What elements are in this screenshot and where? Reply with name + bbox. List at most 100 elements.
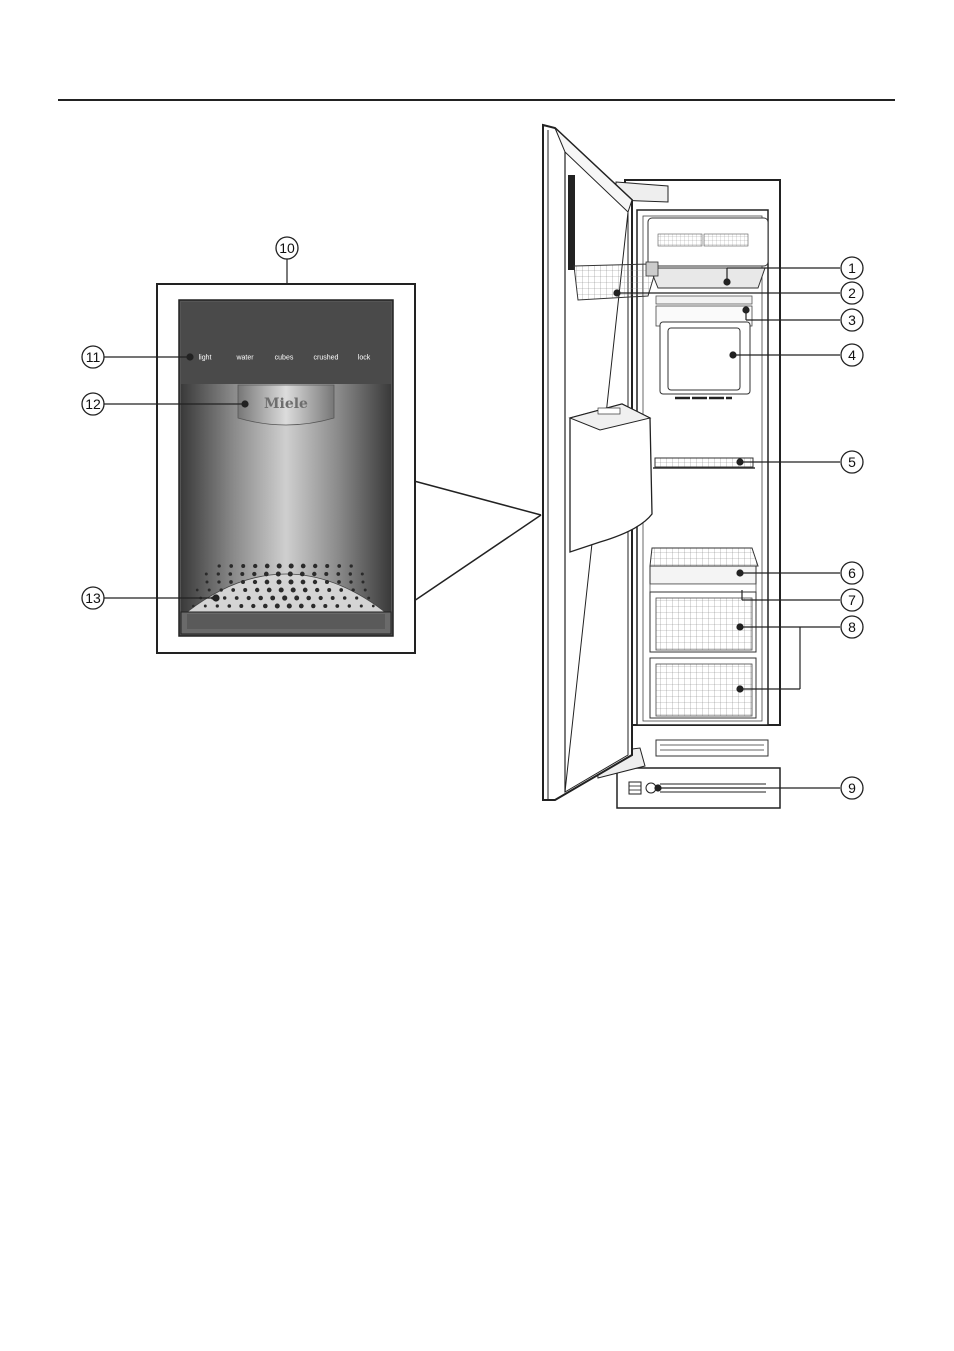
ice-maker — [648, 218, 768, 266]
svg-text:6: 6 — [848, 565, 856, 581]
svg-text:3: 3 — [848, 312, 856, 328]
drip-tray-hole — [253, 580, 257, 584]
control-panel — [181, 302, 391, 384]
drip-tray-hole — [218, 564, 221, 567]
drip-tray-hole — [229, 580, 233, 584]
drip-tray-hole — [350, 564, 353, 567]
drip-tray-hole — [263, 604, 268, 609]
drip-tray-hole — [355, 596, 358, 599]
drip-tray-hole — [289, 563, 294, 568]
drip-tray-hole — [252, 572, 256, 576]
drip-tray-hole — [327, 588, 331, 592]
drip-tray-hole — [196, 589, 199, 592]
drip-tray-hole — [337, 564, 341, 568]
brand-logo: Miele — [264, 396, 308, 412]
drip-tray-hole — [339, 588, 343, 592]
drip-tray-hole — [312, 572, 316, 576]
drip-tray-hole — [361, 580, 364, 583]
drip-tray-hole — [243, 588, 247, 592]
drip-tray-hole — [255, 588, 259, 592]
callout-7: 7 — [841, 589, 863, 611]
svg-text:10: 10 — [279, 240, 295, 256]
panel-label-light[interactable]: light — [199, 355, 212, 362]
drip-tray-hole — [313, 564, 317, 568]
svg-text:5: 5 — [848, 454, 856, 470]
svg-text:9: 9 — [848, 780, 856, 796]
drip-tray-hole — [325, 580, 329, 584]
callout-13: 13 — [82, 587, 104, 609]
ice-bin — [656, 306, 752, 398]
drip-tray-hole — [270, 596, 275, 601]
drip-tray-hole — [276, 572, 281, 577]
drip-tray-hole — [331, 596, 335, 600]
drip-tray-hole — [352, 588, 355, 591]
svg-text:2: 2 — [848, 285, 856, 301]
svg-text:11: 11 — [86, 349, 101, 365]
panel-label-water[interactable]: water — [235, 355, 254, 362]
drip-tray-hole — [367, 597, 370, 600]
panel-label-crushed[interactable]: crushed — [314, 355, 339, 362]
drip-tray-hole — [277, 564, 282, 569]
drip-tray-hole — [217, 572, 220, 575]
drip-tray-hole — [279, 587, 284, 592]
svg-text:1: 1 — [848, 260, 856, 276]
drip-tray-hole — [337, 580, 341, 584]
drip-tray-hole — [192, 605, 195, 608]
callout-6: 6 — [841, 562, 863, 584]
drip-tray-hole — [323, 604, 327, 608]
drip-tray-hole — [287, 603, 292, 608]
svg-text:12: 12 — [85, 396, 101, 412]
callout-5: 5 — [841, 451, 863, 473]
drip-tray-hole — [372, 605, 375, 608]
drip-tray-hole — [258, 596, 262, 600]
drip-tray-hole — [239, 604, 243, 608]
drip-tray-hole — [205, 573, 208, 576]
drip-tray-hole — [325, 564, 329, 568]
drip-tray-hole — [301, 580, 306, 585]
drip-tray-hole — [217, 580, 220, 583]
callout-12: 12 — [82, 393, 104, 415]
drip-tray-hole — [229, 564, 233, 568]
drip-tray-hole — [301, 564, 306, 569]
drip-tray-hole — [241, 580, 245, 584]
drip-tray-hole — [247, 596, 251, 600]
drip-tray-hole — [349, 580, 352, 583]
drip-tray-hole — [204, 605, 207, 608]
drip-tray-hole — [348, 604, 351, 607]
svg-text:7: 7 — [848, 592, 856, 608]
drip-tray-hole — [240, 572, 244, 576]
drip-tray-hole — [275, 604, 280, 609]
callout-9: 9 — [841, 777, 863, 799]
drip-tray-hole — [300, 572, 305, 577]
callout-3: 3 — [841, 309, 863, 331]
drip-tray-hole — [216, 604, 219, 607]
drip-tray-hole — [208, 588, 211, 591]
drip-tray-hole — [267, 588, 272, 593]
panel-label-lock[interactable]: lock — [358, 355, 371, 362]
panel-label-cubes[interactable]: cubes — [275, 355, 294, 362]
drip-tray-hole — [313, 580, 317, 584]
drip-tray-hole — [206, 581, 209, 584]
drip-tray-hole — [231, 588, 235, 592]
svg-text:8: 8 — [848, 619, 856, 635]
drip-tray-hole — [220, 588, 223, 591]
drip-tray-hole — [223, 596, 226, 599]
drip-tray-hole — [361, 572, 364, 575]
drip-tray-hole — [277, 580, 282, 585]
callout-8: 8 — [841, 616, 863, 638]
drip-tray-hole — [335, 604, 339, 608]
drip-tray-hole — [241, 564, 245, 568]
drip-tray-hole — [360, 604, 363, 607]
callout-11: 11 — [82, 346, 104, 368]
drip-tray-hole — [264, 572, 269, 577]
drip-tray-hole — [253, 564, 257, 568]
drip-tray-hole — [299, 604, 304, 609]
drip-tray-hole — [288, 571, 293, 576]
drip-tray-hole — [265, 580, 270, 585]
drip-tray-hole — [349, 572, 352, 575]
drip-tray-hole — [228, 572, 232, 576]
drip-tray-hole — [311, 604, 315, 608]
svg-text:13: 13 — [85, 590, 101, 606]
drip-tray-hole — [343, 596, 347, 600]
drip-tray-hole — [315, 588, 319, 592]
